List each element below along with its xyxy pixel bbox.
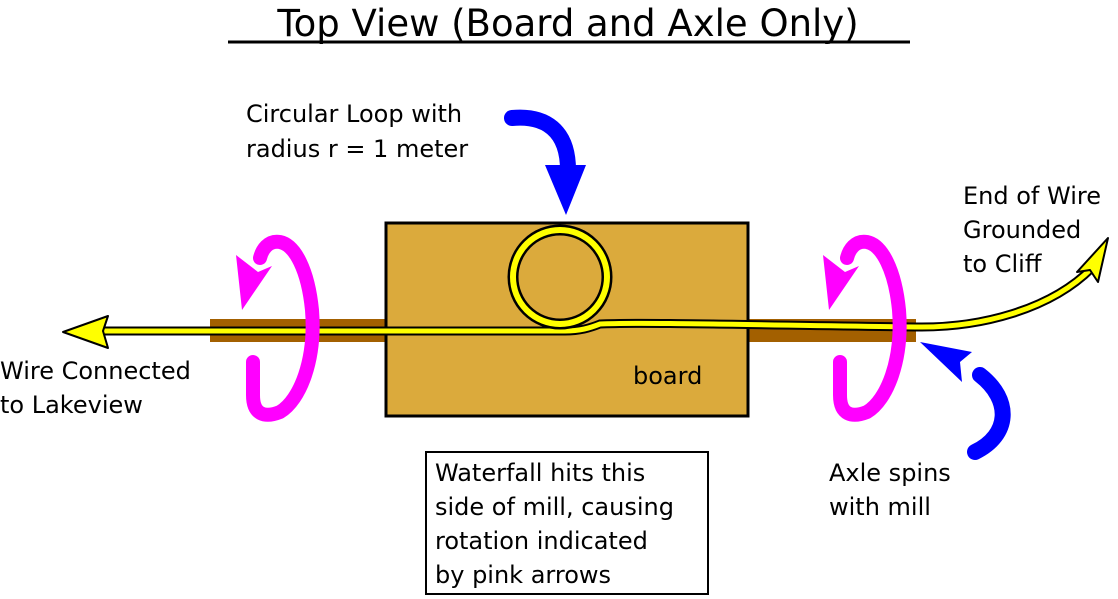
diagram-title: Top View (Board and Axle Only) [276, 2, 858, 45]
waterfall-note-line: side of mill, causing [435, 493, 674, 521]
waterfall-note-line: Waterfall hits this [435, 459, 645, 487]
pointer-arrow-loop [504, 109, 586, 215]
end-of-wire-label-line: End of Wire [963, 182, 1101, 210]
axle-label-line: with mill [829, 493, 931, 521]
wire-connected-label: Wire Connected to Lakeview [0, 357, 198, 419]
wire-connected-label-line: to Lakeview [0, 391, 143, 419]
waterfall-note-box [425, 451, 709, 595]
waterfall-note-line: by pink arrows [435, 561, 611, 589]
wire-core [100, 266, 1094, 334]
end-of-wire-label-line: Grounded [963, 216, 1081, 244]
loop-label-line: Circular Loop with [246, 100, 462, 128]
axle-label-line: Axle spins [829, 459, 951, 487]
waterfall-note: Waterfall hits this side of mill, causin… [435, 459, 682, 589]
board-label: board [633, 362, 702, 390]
wire-right-arrowhead [1076, 237, 1109, 283]
wire [62, 224, 1109, 349]
rotation-arrow-right [823, 234, 907, 422]
circular-loop [510, 227, 610, 327]
wire-connected-label-line: Wire Connected [0, 357, 191, 385]
end-of-wire-label: End of Wire Grounded to Cliff [963, 182, 1109, 278]
waterfall-note-line: rotation indicated [435, 527, 648, 555]
rotation-arrow-left [236, 234, 320, 422]
axle-label: Axle spins with mill [829, 459, 958, 521]
wire-left-arrowhead [62, 315, 109, 349]
loop-label: Circular Loop with radius r = 1 meter [246, 100, 470, 163]
end-of-wire-label-line: to Cliff [963, 250, 1042, 278]
loop-label-line: radius r = 1 meter [246, 135, 468, 163]
pointer-arrow-axle [920, 342, 1011, 460]
